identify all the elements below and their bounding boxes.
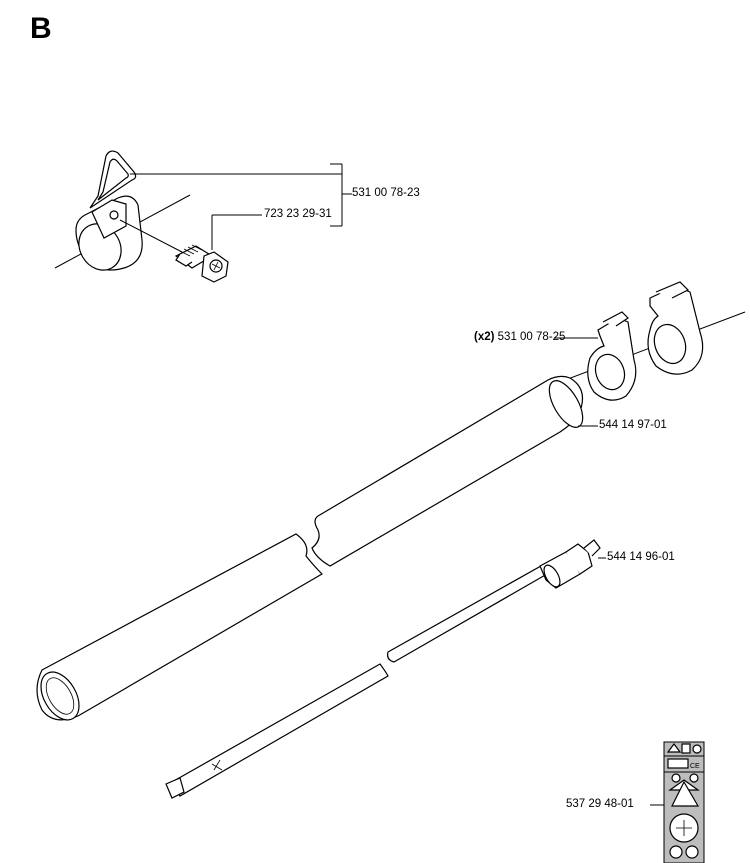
- quantity-prefix: (x2): [474, 331, 495, 343]
- screw-part: [119, 219, 229, 283]
- drive-shaft-part: [165, 539, 606, 799]
- part-label-clip: (x2) 531 00 78-25: [474, 331, 566, 343]
- leader-lines-top: [130, 163, 352, 250]
- part-label-hanger-clamp: 531 00 78-23: [352, 187, 420, 199]
- warning-decal-part: CE: [650, 741, 705, 863]
- part-label-outer-tube: 544 14 97-01: [599, 419, 667, 431]
- section-letter: B: [30, 12, 52, 45]
- outer-tube-part: [36, 375, 598, 721]
- svg-text:CE: CE: [690, 763, 700, 770]
- part-label-warning-decal: 537 29 48-01: [566, 798, 634, 810]
- part-label-drive-shaft: 544 14 96-01: [607, 551, 675, 563]
- hanger-clamp-part: [54, 150, 191, 271]
- clip-parts: [554, 281, 746, 401]
- part-label-screw: 723 23 29-31: [264, 208, 332, 220]
